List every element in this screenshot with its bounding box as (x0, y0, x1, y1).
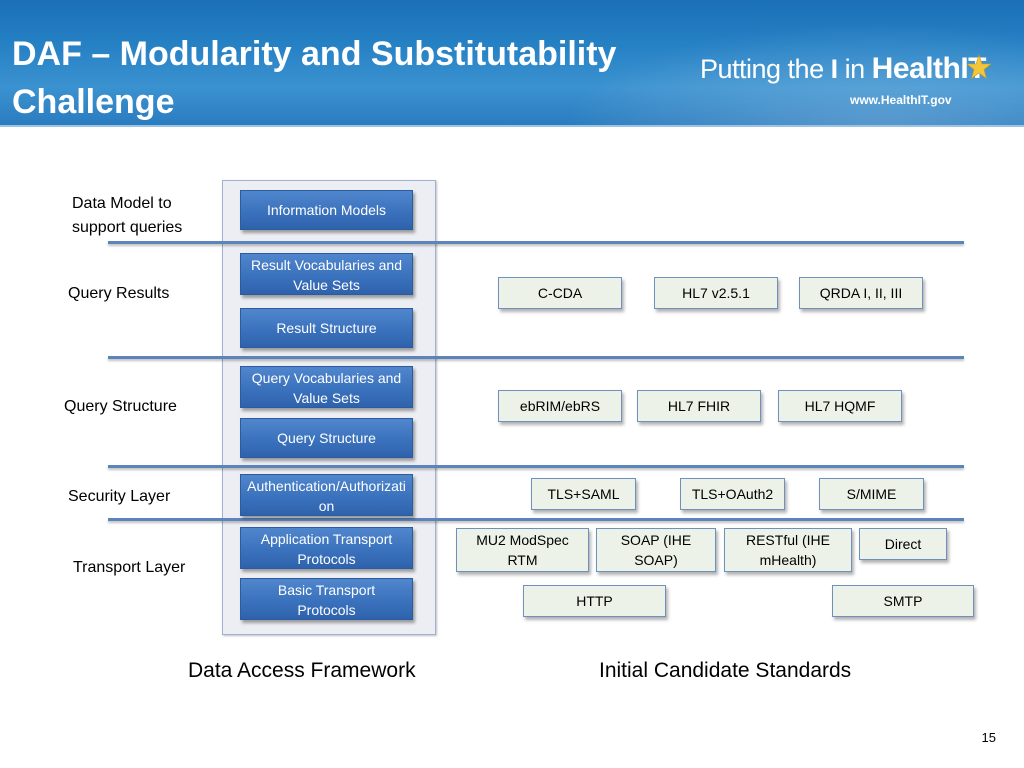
component-query-structure: Query Structure (240, 418, 413, 458)
row-label-security: Security Layer (68, 488, 171, 505)
layer-divider (108, 518, 964, 521)
standard-hl7-v251: HL7 v2.5.1 (654, 277, 778, 309)
caption-data-access-framework: Data Access Framework (188, 659, 416, 682)
standard-hl7-fhir: HL7 FHIR (637, 390, 761, 422)
component-query-vocabularies: Query Vocabularies and Value Sets (240, 366, 413, 408)
row-label-query-structure: Query Structure (64, 398, 177, 415)
logo-part4: Health (871, 52, 961, 85)
standard-tls-saml: TLS+SAML (531, 478, 636, 510)
component-result-vocabularies: Result Vocabularies and Value Sets (240, 253, 413, 295)
healthit-logo: Putting the I in HealthIT www.HealthIT.g… (700, 52, 1000, 112)
component-application-transport: Application Transport Protocols (240, 527, 413, 569)
caption-candidate-standards: Initial Candidate Standards (599, 659, 852, 682)
logo-url: www.HealthIT.gov (850, 93, 952, 107)
standard-smime: S/MIME (819, 478, 924, 510)
standard-qrda: QRDA I, II, III (799, 277, 923, 309)
standard-restful: RESTful (IHE mHealth) (724, 528, 852, 572)
standard-soap: SOAP (IHE SOAP) (596, 528, 716, 572)
slide-title: DAF – Modularity and Substitutability Ch… (12, 35, 617, 121)
component-result-structure: Result Structure (240, 308, 413, 348)
logo-part3: in (837, 54, 872, 84)
row-label-query-results: Query Results (68, 285, 170, 302)
standard-smtp: SMTP (832, 585, 974, 617)
standard-hl7-hqmf: HL7 HQMF (778, 390, 902, 422)
layer-divider (108, 465, 964, 468)
standard-ccda: C-CDA (498, 277, 622, 309)
component-basic-transport: Basic Transport Protocols (240, 578, 413, 620)
layer-divider (108, 356, 964, 359)
logo-part1: Putting the (700, 54, 831, 84)
standard-direct: Direct (859, 528, 947, 560)
page-number: 15 (981, 730, 996, 745)
star-icon (966, 54, 992, 80)
standard-mu2-modspec: MU2 ModSpec RTM (456, 528, 589, 572)
component-information-models: Information Models (240, 190, 413, 230)
standard-ebrim: ebRIM/ebRS (498, 390, 622, 422)
layer-divider (108, 241, 964, 244)
standard-tls-oauth2: TLS+OAuth2 (680, 478, 785, 510)
logo-part2: I (830, 54, 839, 84)
component-authentication: Authentication/Authorization (240, 474, 413, 516)
row-label-data-model: Data Model to support queries (72, 195, 183, 236)
logo-text: Putting the I in HealthIT (700, 52, 987, 86)
standard-http: HTTP (523, 585, 666, 617)
row-label-transport: Transport Layer (73, 559, 186, 576)
slide-header: DAF – Modularity and Substitutability Ch… (0, 0, 1024, 127)
